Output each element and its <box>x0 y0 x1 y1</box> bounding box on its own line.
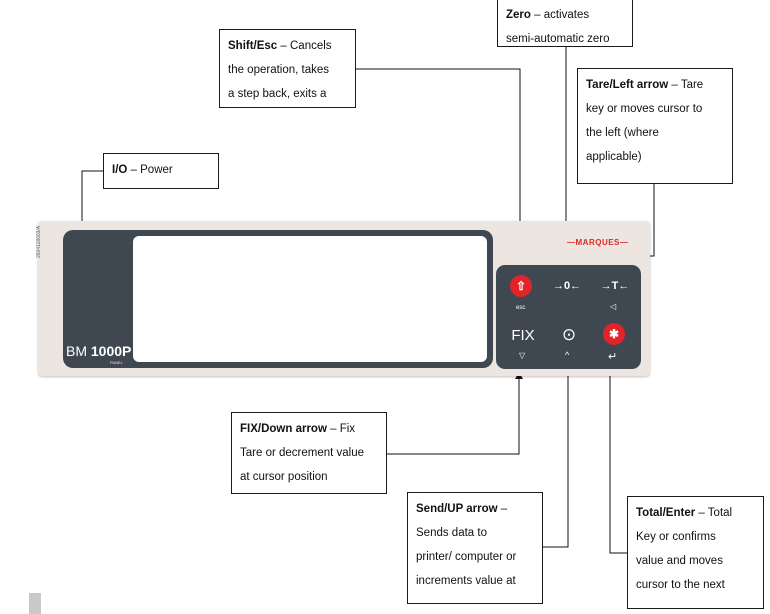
send-key[interactable]: ⊙ <box>558 325 580 345</box>
callout-tare-text-4: applicable) <box>586 151 642 163</box>
callout-zero-label: Zero <box>506 9 531 21</box>
esc-label: esc <box>516 305 526 311</box>
callout-total: Total/Enter – Total Key or confirms valu… <box>627 496 764 609</box>
callout-shift-esc-text-3: a step back, exits a <box>228 88 327 100</box>
model-name: BM 1000P <box>66 343 131 359</box>
callout-total-label: Total/Enter <box>636 507 696 519</box>
total-enter-key[interactable]: ✱ <box>603 323 625 345</box>
callout-send: Send/UP arrow – Sends data to printer/ c… <box>407 492 543 604</box>
callout-zero-text-2: semi-automatic zero <box>506 33 610 45</box>
up-arrow-icon: ^ <box>565 350 570 360</box>
display-screen <box>133 236 487 362</box>
leader-total <box>606 365 627 554</box>
model-prefix: BM <box>66 343 87 359</box>
callout-send-text-4: increments value at <box>416 575 516 587</box>
fix-key[interactable]: FIX <box>511 326 535 344</box>
callout-send-text-1: – <box>497 503 508 515</box>
callout-send-text-3: printer/ computer or <box>416 551 517 563</box>
leader-fix <box>387 372 523 455</box>
leader-power <box>78 170 103 233</box>
zero-key[interactable]: →0← <box>552 280 582 292</box>
callout-power-text-1: – Power <box>127 164 173 176</box>
callout-fix: FIX/Down arrow – Fix Tare or decrement v… <box>231 412 387 494</box>
callout-shift-esc-label: Shift/Esc <box>228 40 278 52</box>
shift-arrow-icon: ⇧ <box>515 279 527 293</box>
callout-power-label: I/O <box>112 164 128 176</box>
callout-tare-text-3: the left (where <box>586 127 659 139</box>
callout-tare-text-1: – Tare <box>668 79 704 91</box>
callout-shift-esc: Shift/Esc – Cancels the operation, takes… <box>219 29 356 108</box>
leader-shift <box>355 68 524 269</box>
callout-tare-text-2: key or moves cursor to <box>586 103 703 115</box>
send-icon: ⊙ <box>561 325 577 344</box>
model-number: 1000P <box>90 343 132 359</box>
down-arrow-icon: ▽ <box>519 351 526 360</box>
brand-logo: —MARQUES— <box>567 238 629 247</box>
callout-power: I/O – Power <box>103 153 219 189</box>
callout-shift-esc-text-2: the operation, takes <box>228 64 330 76</box>
callout-send-label: Send/UP arrow <box>416 503 498 515</box>
tare-key[interactable]: →T← <box>600 280 630 292</box>
callout-fix-text-2: Tare or decrement value <box>240 447 365 459</box>
callout-fix-text-3: at cursor position <box>240 471 328 483</box>
left-arrow-icon: ◁ <box>610 302 617 311</box>
page-marker <box>29 593 41 614</box>
callout-tare: Tare/Left arrow – Tare key or moves curs… <box>577 68 733 184</box>
serial-number: 2604118003/A <box>36 225 42 258</box>
callout-tare-label: Tare/Left arrow <box>586 79 669 91</box>
callout-shift-esc-text-1: – Cancels <box>277 40 332 52</box>
brand-name: MARQUES <box>575 238 620 247</box>
callout-fix-label: FIX/Down arrow <box>240 423 327 435</box>
callout-total-text-3: value and moves <box>636 555 723 567</box>
model-sub: PANEL <box>110 360 123 365</box>
callout-fix-text-1: – Fix <box>326 423 356 435</box>
callout-total-text-4: cursor to the next <box>636 579 725 591</box>
callout-send-text-2: Sends data to <box>416 527 487 539</box>
callout-total-text-1: – Total <box>695 507 733 519</box>
leader-send <box>542 356 572 548</box>
enter-arrow-icon: ↵ <box>608 351 618 363</box>
callout-zero: Zero – activates semi-automatic zero <box>497 0 633 47</box>
shift-esc-key[interactable]: ⇧ <box>510 275 532 297</box>
callout-total-text-2: Key or confirms <box>636 531 716 543</box>
asterisk-icon: ✱ <box>608 327 620 341</box>
callout-zero-text-1: – activates <box>530 9 590 21</box>
